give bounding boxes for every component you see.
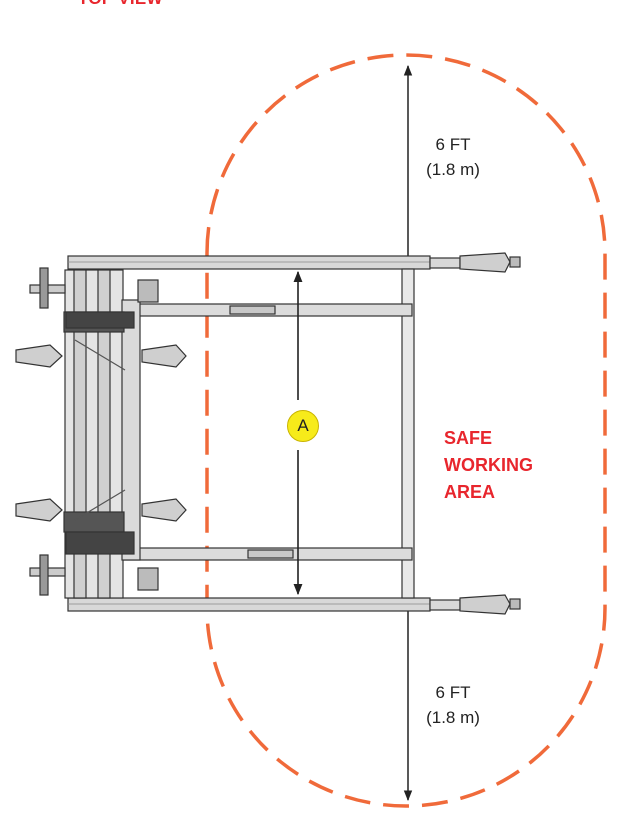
dimension-bottom-imperial: 6 FT [435,683,471,702]
dimension-label-top: 6 FT (1.8 m) [408,132,498,182]
safe-area-boundary [205,53,607,808]
width-marker-badge: A [287,410,319,442]
view-title: TOP VIEW [78,0,163,9]
machine-frame [15,252,521,615]
dimension-top-imperial: 6 FT [435,135,471,154]
dimension-bottom-metric: (1.8 m) [426,708,480,727]
safe-area-label-line2: WORKING [444,455,533,475]
safe-area-label-line1: SAFE [444,428,493,448]
safe-area-label: SAFE WORKING AREA [444,425,533,506]
safe-area-label-line3: AREA [444,482,496,502]
dimension-top-metric: (1.8 m) [426,160,480,179]
dimension-label-bottom: 6 FT (1.8 m) [408,680,498,730]
